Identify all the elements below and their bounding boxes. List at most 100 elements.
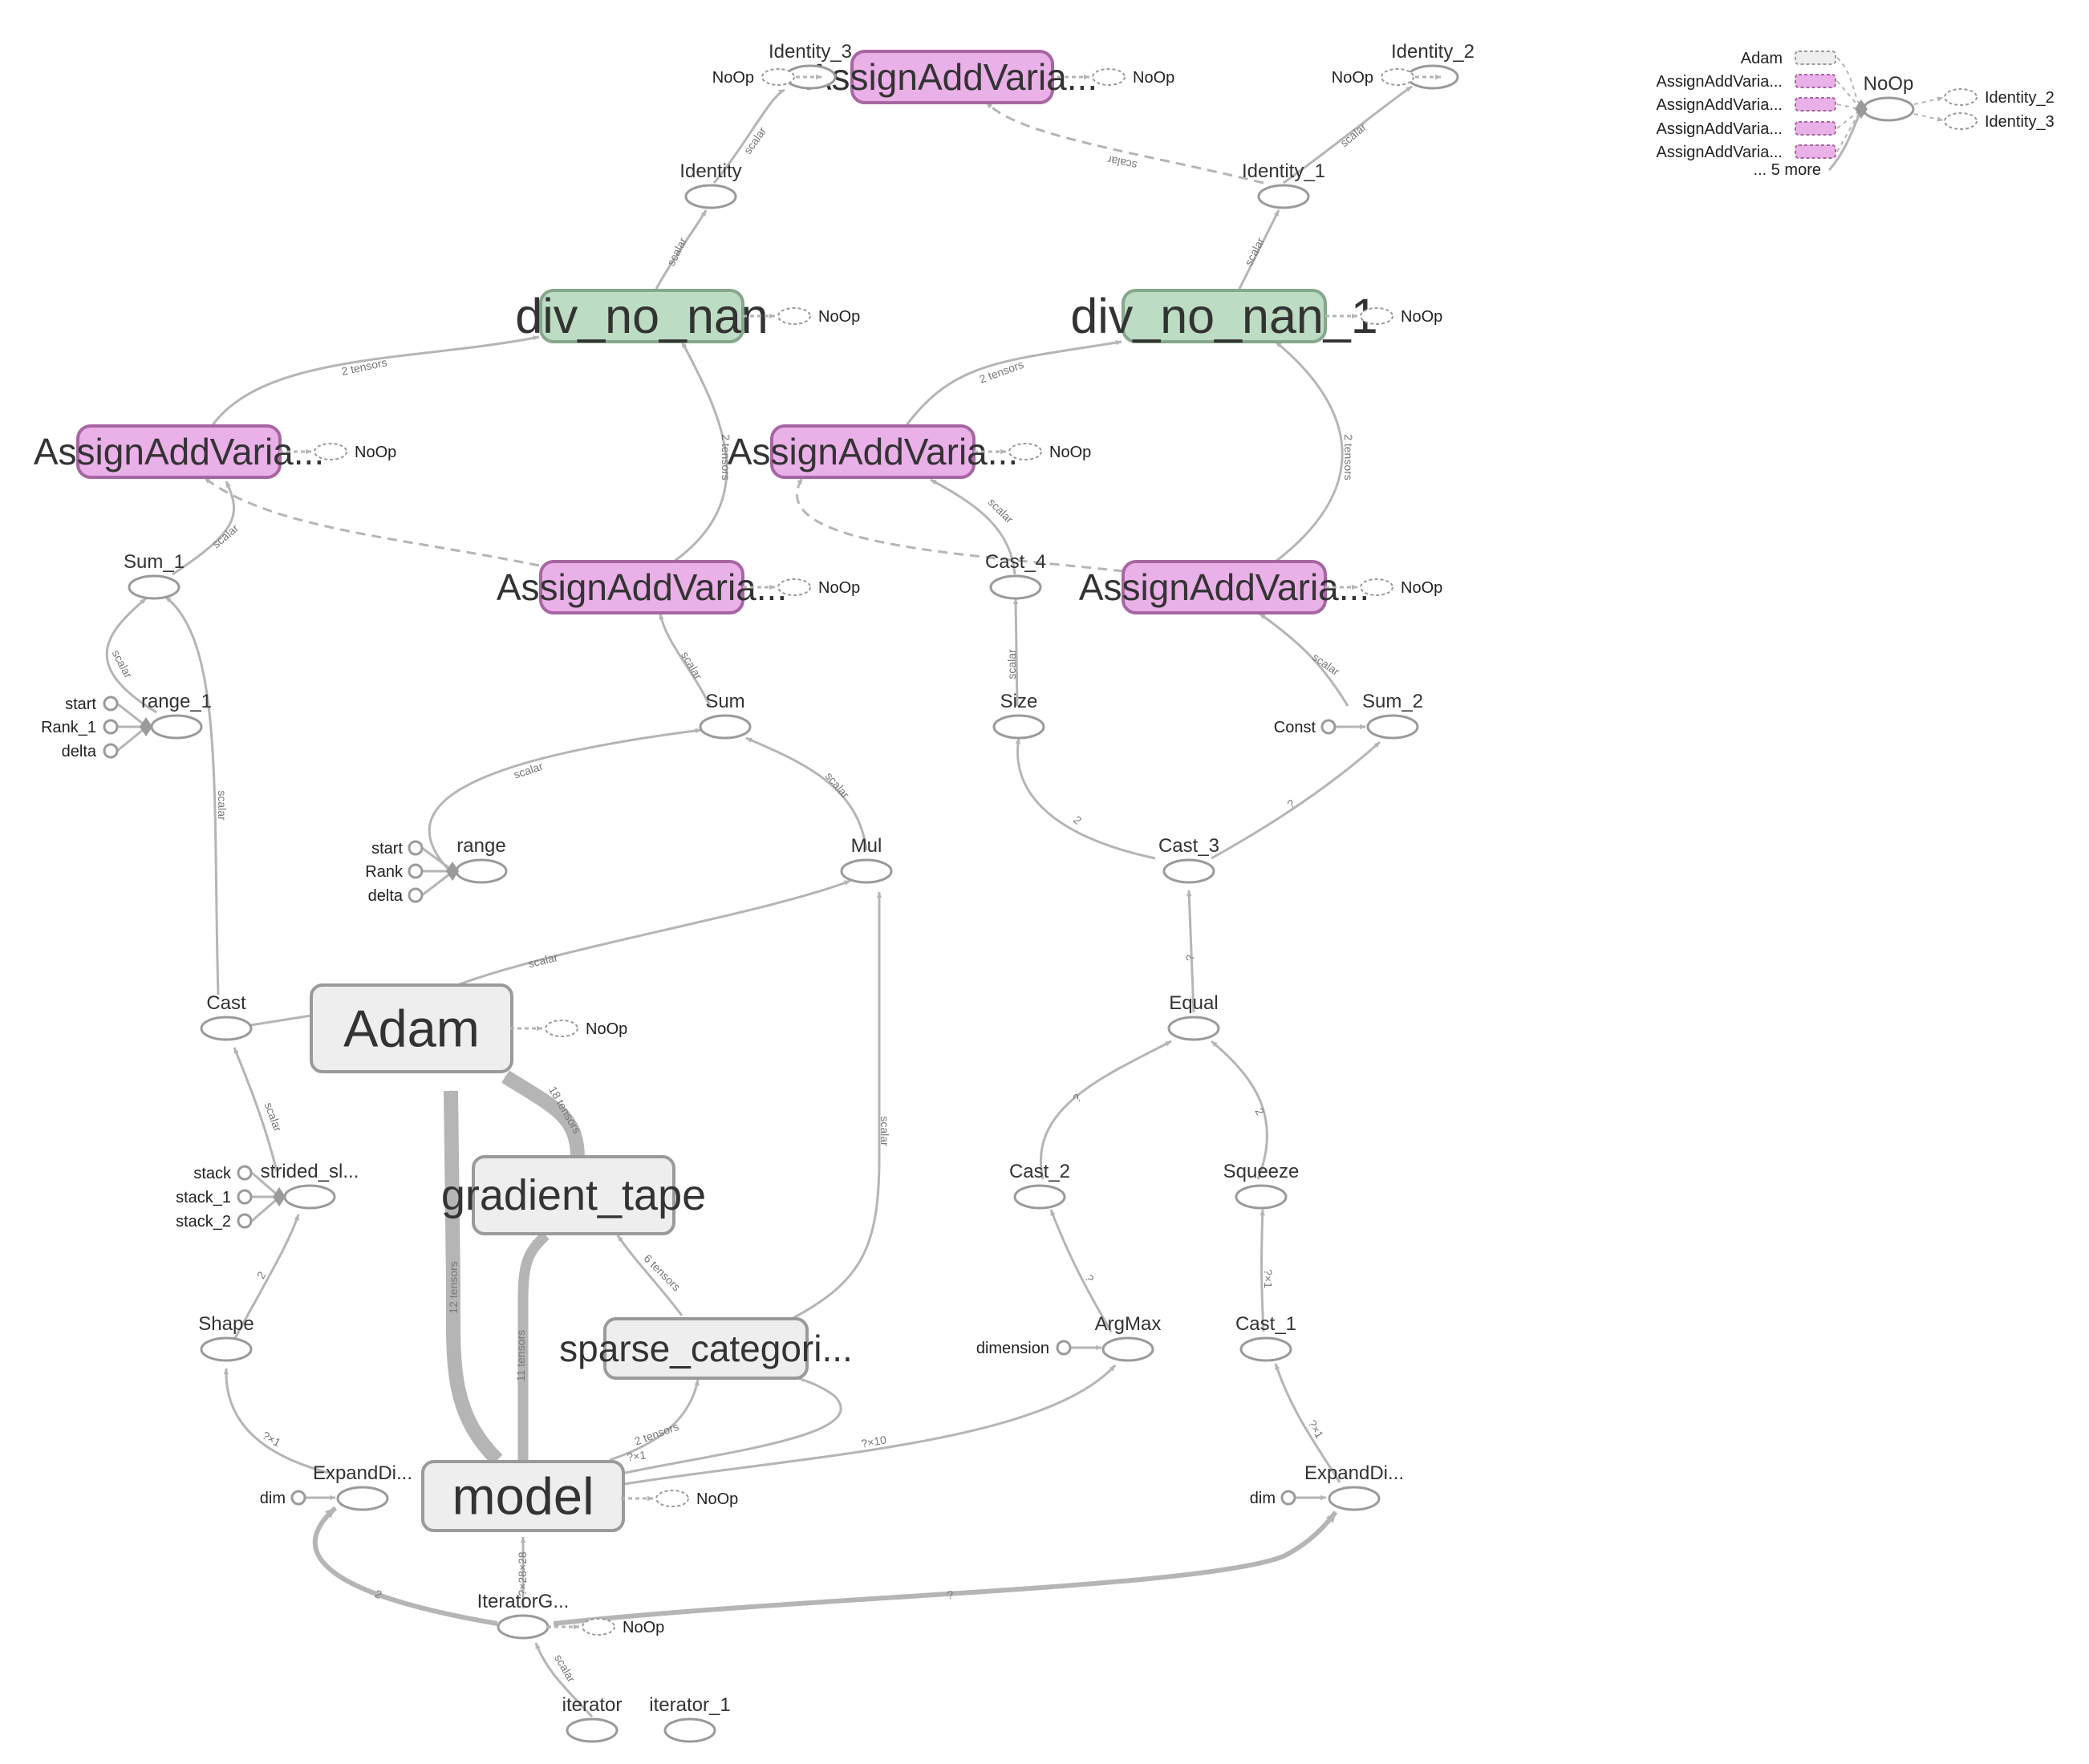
node-strided-slice[interactable]: strided_sl... [261,1161,359,1210]
noop-ellipse [1092,68,1126,86]
node-assign-right-2[interactable]: AssignAddVaria... [1079,560,1369,614]
edge-cast-adam [249,1014,312,1027]
legend-item-adam[interactable]: Adam [1741,50,1836,67]
node-cast-3[interactable]: Cast_3 [1158,835,1219,884]
noop-indicator[interactable]: NoOp [547,1618,664,1636]
legend-item-assign[interactable]: AssignAddVaria... [1657,120,1836,138]
node-assign-left[interactable]: AssignAddVaria... [34,424,324,479]
edge-sparse-mul [789,891,882,1321]
noop-ellipse [545,1020,578,1037]
const-delta[interactable]: delta [368,887,424,905]
node-shape[interactable]: Shape [198,1313,254,1362]
node-range[interactable]: range [455,835,508,884]
const-const[interactable]: Const [1274,719,1337,736]
noop-indicator[interactable]: NoOp [1325,578,1442,597]
noop-ellipse [1008,443,1042,460]
legend-item-assign[interactable]: AssignAddVaria... [1657,96,1836,114]
const-rank[interactable]: Rank [365,863,424,881]
const-inputs-layer: start Rank_1 delta start Rank delta stac… [41,99,1868,1507]
const-stack[interactable]: stack [193,1165,253,1182]
node-label: div_no_nan_1 [1070,289,1377,343]
legend-item-assign[interactable]: AssignAddVaria... [1657,73,1836,91]
node-cast-4[interactable]: Cast_4 [985,551,1046,600]
node-sparse-categorical[interactable]: sparse_categori... [559,1317,853,1380]
noop-indicator[interactable]: NoOp [1057,68,1174,87]
node-identity-2[interactable]: Identity_2 [1391,41,1474,90]
const-dim-right[interactable]: dim [1250,1490,1296,1507]
node-sum-2[interactable]: Sum_2 [1362,691,1423,740]
const-stack-2[interactable]: stack_2 [176,1213,253,1231]
legend-label: AssignAddVaria... [1657,73,1783,91]
legend-item-assign[interactable]: AssignAddVaria... [1657,144,1836,161]
node-gradient-tape[interactable]: gradient_tape [441,1155,706,1235]
noop-indicator[interactable]: NoOp [743,578,860,597]
edge-equal-cast3 [1186,890,1195,1013]
noop-ellipse [761,68,795,86]
node-iterator-1[interactable]: iterator_1 [649,1694,731,1743]
node-iterator-getnext[interactable]: IteratorG... [477,1591,570,1640]
node-expand-dims-left[interactable]: ExpandDi... [313,1462,412,1511]
noop-indicator[interactable]: NoOp [279,443,396,461]
noop-indicator[interactable]: NoOp [712,68,822,87]
node-iterator[interactable]: iterator [562,1694,623,1743]
node-label: Size [1000,691,1038,712]
const-delta-1[interactable]: delta [62,743,119,760]
legend-more[interactable]: ... 5 more [1754,161,1821,179]
noop-indicator[interactable]: NoOp [621,1490,738,1508]
node-cast-1[interactable]: Cast_1 [1235,1313,1296,1362]
node-range-1[interactable]: range_1 [141,691,212,740]
edge-label: 2 tensors [340,355,388,378]
edge-label: scalar [1242,235,1267,268]
noop-indicator[interactable]: NoOp [510,1020,627,1038]
node-identity[interactable]: Identity [679,160,742,209]
const-dim-left[interactable]: dim [260,1490,306,1507]
edge-assignc-assignl [204,476,540,567]
edge-stack2-strided [251,1198,277,1223]
node-identity-1[interactable]: Identity_1 [1242,160,1325,209]
node-expand-dims-right[interactable]: ExpandDi... [1304,1462,1404,1511]
node-size[interactable]: Size [992,691,1045,740]
noop-indicator[interactable]: NoOp [1332,68,1442,87]
node-identity-2-small[interactable]: Identity_2 [1944,88,2055,107]
node-label: model [452,1467,594,1526]
legend-label: AssignAddVaria... [1657,144,1783,161]
noop-indicator[interactable]: NoOp [974,443,1091,461]
const-dimension[interactable]: dimension [976,1340,1072,1357]
node-sum-1[interactable]: Sum_1 [124,551,185,600]
const-label: dim [260,1490,286,1507]
node-equal[interactable]: Equal [1167,992,1220,1041]
noop-indicator[interactable]: NoOp [743,307,860,326]
node-argmax[interactable]: ArgMax [1095,1313,1162,1362]
node-label: Identity_2 [1985,89,2055,107]
const-label: dimension [976,1340,1049,1357]
edge-delta-range [421,873,450,897]
const-stack-1[interactable]: stack_1 [176,1189,253,1206]
edge-model-sparse [609,1379,700,1462]
node-assign-top[interactable]: AssignAddVaria... [807,50,1097,104]
const-start-1[interactable]: start [65,695,119,713]
noop-indicator[interactable]: NoOp [1325,307,1442,326]
node-mul[interactable]: Mul [840,835,893,884]
const-rank-1[interactable]: Rank_1 [41,719,119,736]
node-div-no-nan-1[interactable]: div_no_nan_1 [1070,289,1378,343]
edge-start-range [421,846,450,870]
node-cast-2[interactable]: Cast_2 [1009,1161,1070,1210]
node-label: strided_sl... [261,1161,359,1182]
edge-label: ? [1284,797,1297,811]
edge-model-adam [444,1089,503,1466]
node-assign-center[interactable]: AssignAddVaria... [497,560,787,614]
node-sum[interactable]: Sum [699,691,752,740]
node-model[interactable]: model [421,1460,625,1532]
edge-assignl-divnonan [211,335,540,426]
node-div-no-nan[interactable]: div_no_nan [515,289,769,343]
node-cast[interactable]: Cast [200,992,253,1041]
edge-noop-id2 [1913,96,1944,105]
node-squeeze[interactable]: Squeeze [1223,1161,1300,1210]
const-start[interactable]: start [371,840,424,858]
node-adam[interactable]: Adam [310,983,513,1073]
node-identity-3[interactable]: Identity_3 [769,41,852,90]
node-identity-3-small[interactable]: Identity_3 [1944,112,2055,131]
node-label: iterator_1 [649,1694,730,1716]
node-noop-summary[interactable]: NoOp [1862,73,1915,122]
